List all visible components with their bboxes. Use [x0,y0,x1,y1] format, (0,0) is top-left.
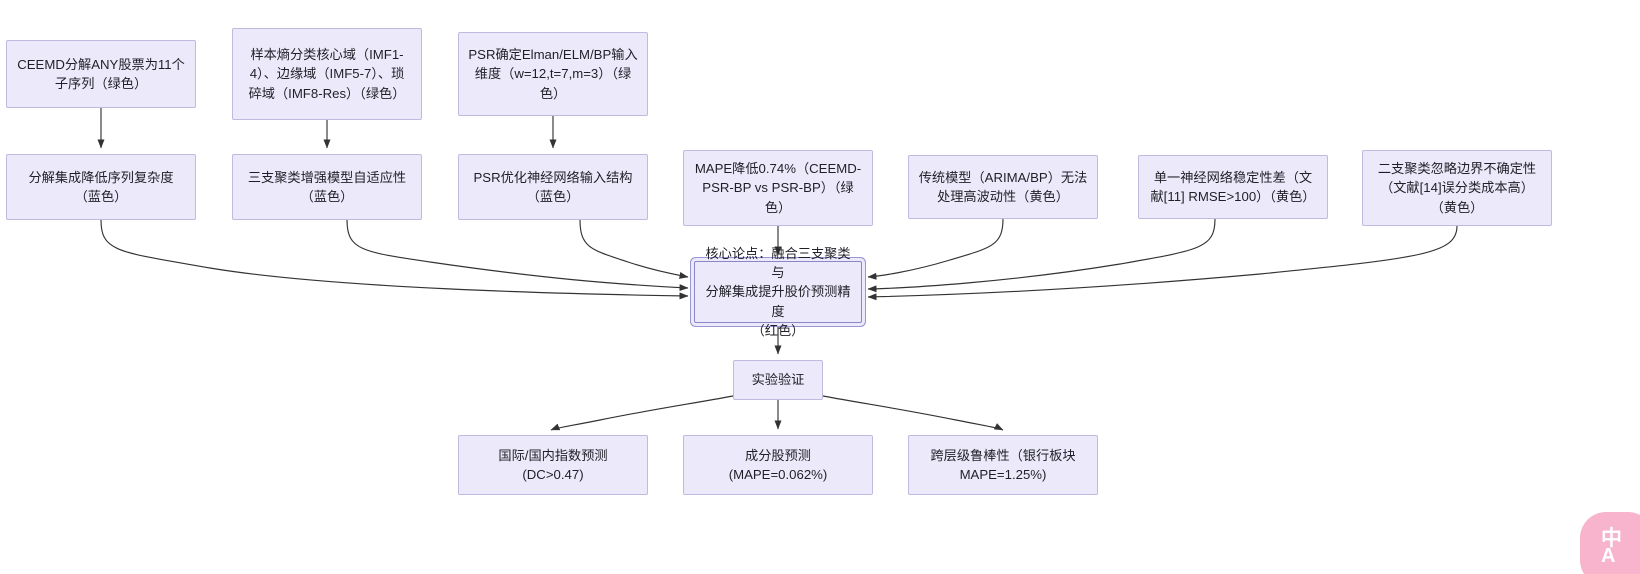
node-label-core-claim: 核心论点：融合三支聚类与 分解集成提升股价预测精度 （红色） [705,245,851,338]
node-label-cross-level: 跨层级鲁棒性（银行板块 MAPE=1.25%) [930,447,1076,482]
edge-decomp-complexity-to-core-claim [100,219,689,300]
node-psr-structure[interactable]: PSR优化神经网络输入结构 （蓝色） [458,154,648,220]
node-ceemd[interactable]: CEEMD分解ANY股票为11个 子序列（绿色） [6,40,196,108]
node-traditional-model[interactable]: 传统模型（ARIMA/BP）无法 处理高波动性（黄色） [908,155,1098,219]
node-psr-dim[interactable]: PSR确定Elman/ELM/BP输入 维度（w=12,t=7,m=3）（绿 色… [458,32,648,116]
edge-traditional-model-to-core-claim [867,218,1004,280]
node-label-three-way-adapt: 三支聚类增强模型自适应性 （蓝色） [247,169,407,204]
node-label-mape-drop: MAPE降低0.74%（CEEMD- PSR-BP vs PSR-BP）（绿 色… [694,161,862,215]
node-label-traditional-model: 传统模型（ARIMA/BP）无法 处理高波动性（黄色） [918,169,1088,204]
watermark-line-2: A [1601,545,1615,567]
node-label-psr-dim: PSR确定Elman/ELM/BP输入 维度（w=12,t=7,m=3）（绿 色… [468,47,638,101]
node-sample-entropy[interactable]: 样本熵分类核心域（IMF1- 4）、边缘域（IMF5-7）、琐 碎域（IMF8-… [232,28,422,120]
edge-experiment-to-cross-level [822,395,1004,431]
watermark-badge: 中 A [1580,512,1640,574]
edge-single-nn-to-core-claim [867,218,1216,293]
node-label-sample-entropy: 样本熵分类核心域（IMF1- 4）、边缘域（IMF5-7）、琐 碎域（IMF8-… [248,47,406,101]
node-label-component-stock: 成分股预测 (MAPE=0.062%) [728,447,828,482]
node-index-forecast[interactable]: 国际/国内指数预测 (DC>0.47) [458,435,648,495]
node-experiment[interactable]: 实验验证 [733,360,823,400]
edge-three-way-adapt-to-core-claim [346,219,689,292]
node-decomp-complexity[interactable]: 分解集成降低序列复杂度 （蓝色） [6,154,196,220]
node-component-stock[interactable]: 成分股预测 (MAPE=0.062%) [683,435,873,495]
node-label-ceemd: CEEMD分解ANY股票为11个 子序列（绿色） [17,56,185,91]
edge-psr-structure-to-core-claim [579,219,689,279]
watermark-text: 中 A [1601,527,1622,567]
node-label-single-nn: 单一神经网络稳定性差（文 献[11] RMSE>100）（黄色） [1150,169,1316,204]
node-label-index-forecast: 国际/国内指数预测 (DC>0.47) [498,447,608,482]
node-single-nn[interactable]: 单一神经网络稳定性差（文 献[11] RMSE>100）（黄色） [1138,155,1328,219]
node-label-experiment: 实验验证 [751,372,805,388]
node-mape-drop[interactable]: MAPE降低0.74%（CEEMD- PSR-BP vs PSR-BP）（绿 色… [683,150,873,226]
node-core-claim[interactable]: 核心论点：融合三支聚类与 分解集成提升股价预测精度 （红色） [694,246,862,338]
node-cross-level[interactable]: 跨层级鲁棒性（银行板块 MAPE=1.25%) [908,435,1098,495]
node-label-psr-structure: PSR优化神经网络输入结构 （蓝色） [473,169,633,204]
node-label-decomp-complexity: 分解集成降低序列复杂度 （蓝色） [28,169,174,204]
node-label-two-way-cluster: 二支聚类忽略边界不确定性 （文献[14]误分类成本高） （黄色） [1377,161,1537,215]
edge-experiment-to-index-forecast [550,395,734,431]
node-three-way-adapt[interactable]: 三支聚类增强模型自适应性 （蓝色） [232,154,422,220]
edge-two-way-cluster-to-core-claim [867,225,1458,301]
watermark-line-1: 中 [1601,527,1622,550]
node-two-way-cluster[interactable]: 二支聚类忽略边界不确定性 （文献[14]误分类成本高） （黄色） [1362,150,1552,226]
